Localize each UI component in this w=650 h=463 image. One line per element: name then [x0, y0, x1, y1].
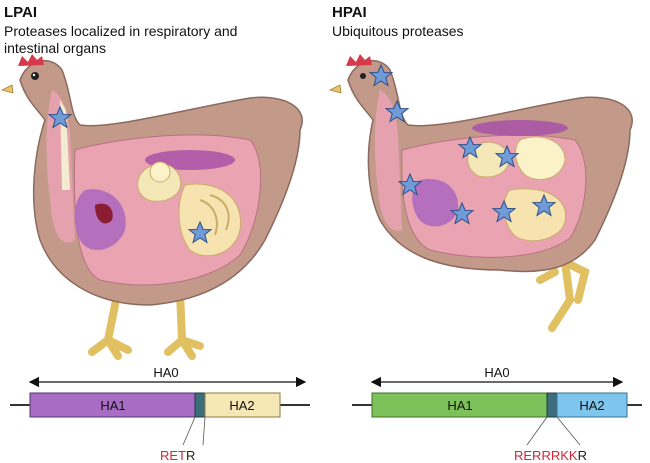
ha2-segment-lpai: [204, 392, 281, 418]
cleavage-linker-hpai: [546, 392, 558, 418]
cleavage-site-lpai: RETR: [160, 448, 195, 463]
panel-subtitle-lpai-line2: intestinal organs: [4, 40, 106, 56]
ha0-bar-hpai: HA0 HA1 HA2 RERRRKKR: [352, 365, 642, 463]
ha1-segment-lpai: [29, 392, 196, 418]
ha0-label-hpai: HA0: [484, 365, 509, 380]
cleavage-site-hpai: RERRRKKR: [514, 448, 587, 463]
cleavage-linker-lpai: [194, 392, 206, 418]
chicken-lpai: [0, 54, 303, 360]
panel-subtitle-hpai-line1: Ubiquitous proteases: [332, 23, 464, 39]
ha1-segment-hpai: [371, 392, 548, 418]
panel-title-lpai: LPAI: [4, 4, 37, 21]
ha1-label-lpai: HA1: [100, 398, 125, 413]
ha2-label-lpai: HA2: [229, 398, 254, 413]
ha2-segment-hpai: [556, 392, 628, 418]
ha0-bar-lpai: HA0 HA1 HA2 RETR: [10, 365, 310, 463]
panel-subtitle-lpai-line1: Proteases localized in respiratory and: [4, 23, 237, 39]
ha1-label-hpai: HA1: [447, 398, 472, 413]
ha2-label-hpai: HA2: [579, 398, 604, 413]
ha0-label-lpai: HA0: [153, 365, 178, 380]
chicken-hpai: [328, 54, 633, 332]
panel-title-hpai: HPAI: [332, 4, 367, 21]
